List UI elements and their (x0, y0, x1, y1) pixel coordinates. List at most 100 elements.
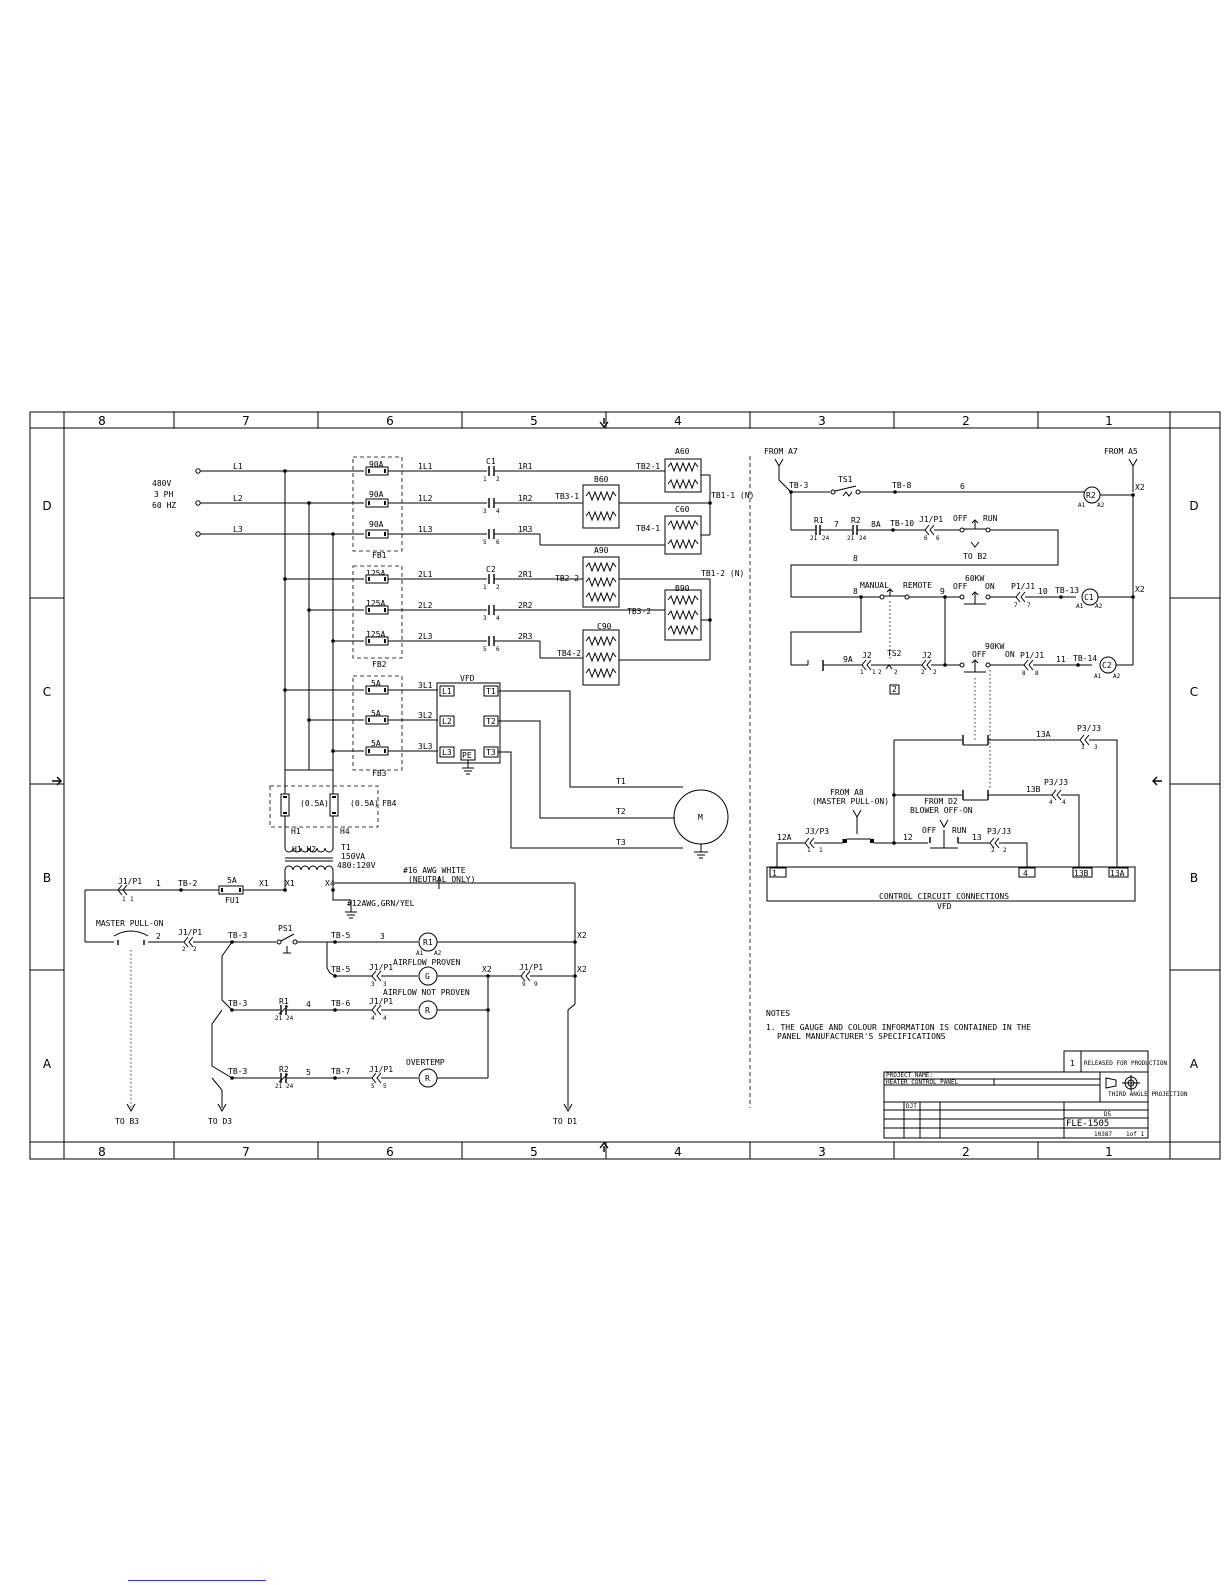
schematic-label: OFF (922, 826, 937, 835)
col-label: 5 (530, 414, 538, 428)
schematic-label: 90A (369, 460, 384, 469)
fuse-icon (329, 793, 339, 817)
schematic-label: 12 (903, 833, 913, 842)
schematic-label: TO D3 (208, 1117, 232, 1126)
schematic-label: T2 (486, 717, 496, 726)
note-ref-badge (889, 684, 900, 695)
schematic-label: 1 (772, 869, 777, 878)
schematic-label: 2 (496, 584, 500, 591)
schematic-label: 2L2 (418, 601, 433, 610)
schematic-label: A2 (1095, 603, 1103, 610)
schematic-label: 5 (306, 1068, 311, 1077)
col-label: 2 (962, 414, 970, 428)
schematic-label: L1 (442, 687, 452, 696)
schematic-label: PS1 (278, 924, 293, 933)
schematic-label: 21 (275, 1083, 283, 1090)
notes: NOTES 1. THE GAUGE AND COLOUR INFORMATIO… (766, 1009, 1031, 1041)
schematic-label: R2 (851, 516, 861, 525)
col-label: 7 (242, 414, 250, 428)
schematic-label: FB2 (372, 660, 387, 669)
schematic-label: TB-13 (1055, 586, 1079, 595)
schematic-label: 2 (921, 669, 925, 676)
schematic-label: 13A (1110, 869, 1125, 878)
schematic-label: TB-14 (1073, 654, 1097, 663)
schematic-label: 2 (878, 669, 882, 676)
vfd-block: 3L1 3L2 3L3 VFD L1 L2 L3 T1 T2 T3 PE T1 … (388, 674, 729, 859)
schematic-label: TO B3 (115, 1117, 139, 1126)
schematic-label: AIRFLOW PROVEN (393, 958, 461, 967)
schematic-label: P3/J3 (987, 827, 1011, 836)
schematic-label: R1 (423, 938, 433, 947)
col-label: 6 (386, 414, 394, 428)
schematic-label: X1 (259, 879, 269, 888)
schematic-label: 10 (1038, 587, 1048, 596)
schematic-label: 3L2 (418, 711, 433, 720)
schematic-label: (NEUTRAL ONLY) (408, 875, 475, 884)
schematic-label: X2 (577, 931, 587, 940)
schematic-label: ON (1005, 650, 1015, 659)
heater-icon (664, 458, 702, 493)
schematic-label: 13B (1026, 785, 1041, 794)
schematic-label: FROM A5 (1104, 447, 1138, 456)
schematic-label: 125A (366, 599, 385, 608)
schematic-label: 13B (1074, 869, 1089, 878)
schematic-label: VFD (460, 674, 475, 683)
schematic-label: TB-8 (892, 481, 911, 490)
schematic-label: 5 (483, 539, 487, 546)
schematic-label: R2 (1086, 491, 1096, 500)
vfd-control-terminals (766, 866, 1136, 902)
schematic-label: FB3 (372, 769, 387, 778)
schematic-label: T3 (616, 838, 626, 847)
pilot-light-red-icon: R (418, 1000, 438, 1020)
kw60-switch-icon (959, 591, 991, 605)
control-transformer: (0.5A) (0.5A) FB4 H1 H4 H1 H2 T1 150VA 4… (269, 769, 397, 890)
schematic-label: 125A (366, 569, 385, 578)
schematic-label: TB-5 (331, 931, 350, 940)
fuse-icon (365, 498, 389, 508)
schematic-label: TB4-1 (636, 524, 660, 533)
col-label: 6 (386, 1145, 394, 1159)
pilot-light-green-icon: G (418, 966, 438, 986)
schematic-label: REMOTE (903, 581, 932, 590)
schematic-label: R2 (279, 1065, 289, 1074)
schematic-label: TB-7 (331, 1067, 350, 1076)
schematic-label: H1 H2 (292, 845, 316, 854)
schematic-label: TB3-2 (627, 607, 651, 616)
heater-icon (664, 589, 702, 641)
schematic-label: R (425, 1006, 430, 1015)
row-label: A (43, 1057, 52, 1071)
row-label: C (1190, 685, 1198, 699)
heater-icon (582, 629, 620, 686)
schematic-label: MASTER PULL-ON (96, 919, 164, 928)
schematic-label: A60 (675, 447, 690, 456)
drawing-border (29, 411, 1221, 1160)
row-label: B (43, 871, 51, 885)
schematic-label: C2 (1102, 661, 1112, 670)
schematic-label: 90A (369, 490, 384, 499)
schematic-label: TB4-2 (557, 649, 581, 658)
schematic-label: 3 (1094, 744, 1098, 751)
schematic-label: 4 (306, 1000, 311, 1009)
schematic-label: (0.5A) (350, 799, 379, 808)
schematic-label: 3 (1081, 744, 1085, 751)
schematic-label: 1L3 (418, 525, 433, 534)
schematic-label: 5 (483, 646, 487, 653)
schematic-label: J2 (922, 651, 932, 660)
schematic-label: 2R3 (518, 632, 533, 641)
blower-switch-icon (929, 830, 959, 849)
schematic-label: 1of 1 (1126, 1131, 1144, 1138)
power-supply: 480V 3 PH 60 HZ L1 L2 L3 (152, 462, 364, 784)
schematic-label: 21 (847, 535, 855, 542)
schematic-label: R (425, 1074, 430, 1083)
schematic-label: HEATER CONTROL PANEL (886, 1079, 959, 1086)
schematic-label: TB1-2 (N) (701, 569, 744, 578)
fuse-icon (365, 685, 389, 695)
schematic-label: 9A (843, 655, 853, 664)
schematic-label: 4 (371, 1015, 375, 1022)
schematic-label: 7 (1027, 602, 1031, 609)
schematic-label: H1 (291, 827, 301, 836)
schematic-label: 2R2 (518, 601, 533, 610)
schematic-label: 8 (853, 554, 858, 563)
schematic-label: J2 (862, 651, 872, 660)
schematic-label: BLOWER OFF-ON (910, 806, 973, 815)
